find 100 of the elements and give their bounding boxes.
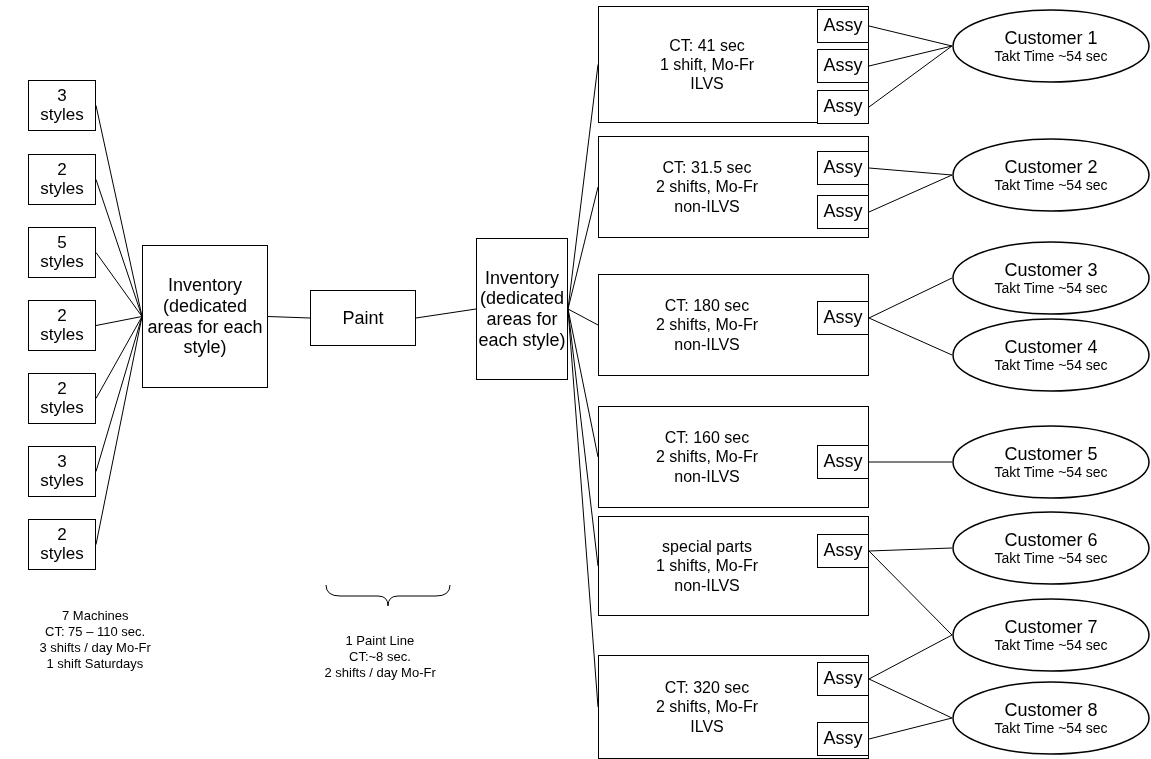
connector-line — [868, 45, 953, 108]
takt-time-text: Takt Time ~54 sec — [994, 550, 1108, 567]
node-label: special parts — [661, 537, 753, 557]
node-label: 2 shifts, Mo-Fr — [654, 447, 760, 467]
connector-line — [868, 45, 953, 67]
node-label: 2 styles — [40, 160, 84, 199]
connector-line — [868, 550, 953, 636]
workcell-box — [598, 516, 869, 616]
node-label: Assy — [822, 15, 864, 37]
connector-line — [95, 252, 143, 317]
style-box — [28, 227, 96, 278]
takt-time-text: Takt Time ~54 sec — [994, 280, 1108, 297]
node-label: ILVS — [689, 74, 725, 94]
takt-time-text: Takt Time ~54 sec — [994, 720, 1108, 737]
note-text: 3 shifts / day Mo-Fr — [39, 640, 151, 657]
customer-name: Customer 2 — [1004, 156, 1098, 178]
customer-ellipse — [952, 425, 1150, 499]
workcell-box — [598, 136, 869, 238]
style-box — [28, 154, 96, 205]
style-box — [28, 80, 96, 131]
connector-line — [95, 316, 143, 326]
connector-line — [868, 25, 953, 47]
node-label: Inventory (dedicated areas for each style) — [146, 275, 264, 358]
customer-ellipse — [952, 511, 1150, 585]
customer-ellipse — [952, 318, 1150, 392]
node-label: 2 styles — [40, 306, 84, 345]
node-label: 2 styles — [40, 525, 84, 564]
customer-ellipse — [952, 9, 1150, 83]
connector-line — [868, 317, 953, 356]
note-text: 7 Machines — [62, 608, 129, 625]
style-box — [28, 373, 96, 424]
node-label: ILVS — [689, 716, 725, 736]
connector-line — [95, 316, 143, 399]
connector-line — [415, 308, 477, 319]
node-label: 2 styles — [40, 379, 84, 418]
node-label: Paint — [342, 307, 384, 329]
connector-line — [567, 308, 599, 326]
takt-time-text: Takt Time ~54 sec — [994, 48, 1108, 65]
note-text: 2 shifts / day Mo-Fr — [324, 665, 436, 682]
node-label: 2 shifts, Mo-Fr — [654, 177, 760, 197]
customer-ellipse — [952, 681, 1150, 755]
node-label: 1 shift, Mo-Fr — [658, 54, 756, 75]
node-label: 1 shifts, Mo-Fr — [654, 556, 760, 576]
connector-line — [868, 461, 953, 463]
takt-time-text: Takt Time ~54 sec — [994, 177, 1108, 194]
assembly-box — [817, 445, 869, 479]
customer-name: Customer 3 — [1004, 259, 1098, 281]
node-label: Inventory (dedicated areas for each style) — [477, 267, 567, 351]
assembly-box — [817, 195, 869, 229]
node-label: Assy — [822, 96, 864, 118]
connector-line — [868, 174, 953, 213]
assembly-box — [817, 722, 869, 756]
assembly-box — [817, 151, 869, 185]
process-box — [476, 238, 568, 380]
node-label: 5 styles — [40, 233, 84, 272]
customer-name: Customer 7 — [1004, 616, 1098, 638]
node-label: non-ILVS — [673, 196, 741, 216]
customer-name: Customer 4 — [1004, 336, 1098, 358]
node-label: CT: 31.5 sec — [661, 158, 753, 178]
workcell-box — [598, 406, 869, 508]
customer-name: Customer 5 — [1004, 443, 1098, 465]
note-text: 1 shift Saturdays — [46, 656, 144, 673]
style-box — [28, 446, 96, 497]
workcell-box — [598, 655, 869, 759]
node-label: 2 shifts, Mo-Fr — [654, 315, 760, 335]
assembly-box — [817, 49, 869, 83]
takt-time-text: Takt Time ~54 sec — [994, 637, 1108, 654]
assembly-box — [817, 301, 869, 335]
node-label: CT: 160 sec — [663, 428, 751, 448]
node-label: 3 styles — [40, 452, 84, 491]
note-text: 1 Paint Line — [345, 633, 415, 650]
customer-ellipse — [952, 241, 1150, 315]
node-label: Assy — [822, 201, 864, 223]
node-label: CT: 180 sec — [663, 296, 751, 316]
node-label: non-ILVS — [673, 334, 741, 354]
takt-time-text: Takt Time ~54 sec — [994, 464, 1108, 481]
connector-line — [868, 634, 953, 680]
node-label: 2 shifts, Mo-Fr — [654, 697, 760, 717]
note-text: CT:~8 sec. — [349, 649, 411, 666]
note-text: CT: 75 – 110 sec. — [45, 624, 146, 641]
connector-line — [95, 179, 143, 317]
customer-ellipse — [952, 138, 1150, 212]
assembly-box — [817, 534, 869, 568]
customer-name: Customer 1 — [1004, 27, 1098, 49]
node-label: Assy — [822, 728, 864, 750]
connector-line — [567, 186, 599, 310]
style-box — [28, 300, 96, 351]
node-label: CT: 320 sec — [663, 678, 751, 698]
connector-line — [868, 547, 953, 552]
customer-name: Customer 8 — [1004, 699, 1098, 721]
customer-name: Customer 6 — [1004, 529, 1098, 551]
node-label: non-ILVS — [673, 575, 741, 595]
node-label: 3 styles — [40, 86, 84, 125]
workcell-box — [598, 6, 869, 123]
process-box — [142, 245, 268, 388]
connector-line — [868, 277, 953, 319]
assembly-box — [817, 662, 869, 696]
workcell-box — [598, 274, 869, 376]
connector-line — [868, 167, 953, 176]
connector-line — [868, 717, 953, 740]
